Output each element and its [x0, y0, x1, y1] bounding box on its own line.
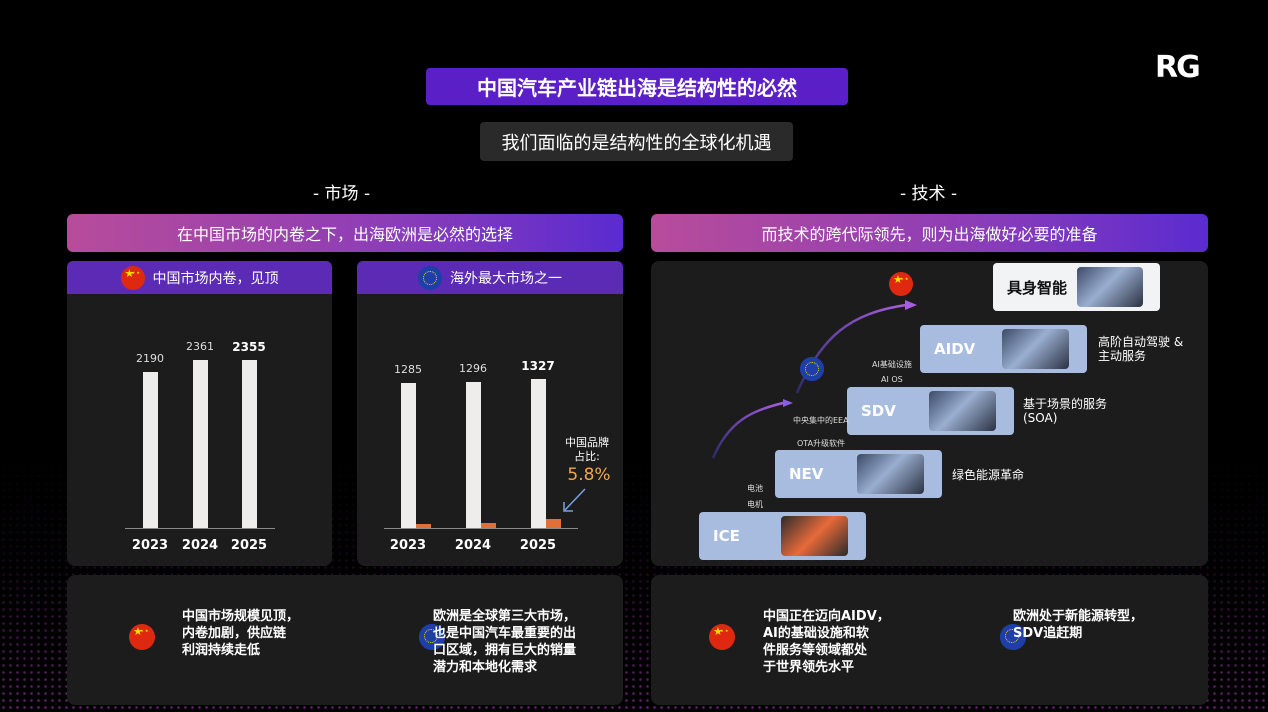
ai-infra-label: AI基础设施	[872, 360, 912, 369]
tech-box-label: 具身智能	[1007, 278, 1068, 297]
data-label-2025: 1327	[521, 358, 555, 373]
ai-os-label: AI OS	[881, 375, 903, 384]
data-label-2025: 2355	[232, 340, 266, 355]
market-banner: 在中国市场的内卷之下，出海欧洲是必然的选择	[67, 214, 623, 252]
car-interior-image	[1002, 329, 1069, 369]
nev-box: NEV	[775, 450, 942, 498]
ota-software-label: OTA升级软件	[797, 439, 846, 448]
bar-2023	[142, 372, 158, 528]
bar-2023	[400, 383, 416, 528]
engine-image	[781, 516, 848, 556]
tech-roadmap-card: 具身智能 AIDV 高阶自动驾驶 & 主动服务 SDV 基于场景的服务 (SOA…	[651, 261, 1208, 566]
china-market-chart-card: 中国市场内卷，见顶 2190 2023 2361 2024 2355 2025	[67, 261, 332, 566]
tech-section-label: - 技术 -	[900, 184, 958, 204]
chart-header-label: 中国市场内卷，见顶	[152, 270, 279, 287]
rg-logo: RG	[1155, 50, 1201, 85]
china-market-summary: 中国市场规模见顶， 内卷加剧，供应链 利润持续走低	[182, 609, 300, 658]
china-brand-bar-2024	[480, 522, 496, 528]
china-flag-icon	[889, 272, 913, 296]
tech-box-label: SDV	[861, 402, 896, 420]
tech-box-label: ICE	[713, 527, 740, 545]
data-label-2023: 2190	[136, 352, 164, 366]
tech-box-label: AIDV	[934, 340, 976, 358]
robot-brain-image	[1077, 267, 1143, 307]
chart-header-label: 海外最大市场之一	[450, 270, 562, 287]
x-tick-label-2025: 2025	[230, 538, 268, 553]
page-title: 中国汽车产业链出海是结构性的必然	[426, 68, 848, 105]
bar-2025	[241, 360, 257, 528]
china-brand-share-label: 中国品牌 占比:	[565, 436, 609, 463]
europe-market-chart-header: 海外最大市场之一	[357, 261, 623, 294]
x-tick-label-2023: 2023	[131, 538, 169, 553]
data-label-2024: 2361	[186, 339, 214, 353]
arrow-icon	[563, 488, 586, 512]
x-tick-label-2024: 2024	[181, 538, 219, 553]
page-subtitle: 我们面临的是结构性的全球化机遇	[480, 122, 793, 161]
bar-2024	[192, 359, 208, 528]
tech-box-label: NEV	[789, 465, 824, 483]
x-tick-label-2025: 2025	[519, 538, 557, 553]
china-flag-icon	[129, 624, 155, 650]
aidv-box: AIDV	[920, 325, 1087, 373]
x-axis-line	[384, 528, 578, 529]
motor-label: 电机	[747, 500, 763, 509]
china-tech-summary: 中国正在迈向AIDV， AI的基础设施和软 件服务等领域都处 于世界领先水平	[763, 609, 890, 675]
europe-tech-summary: 欧洲处于新能源转型， SDV追赶期	[1013, 609, 1144, 641]
market-section-label: - 市场 -	[313, 184, 371, 204]
nev-description: 绿色能源革命	[952, 468, 1025, 482]
aidv-description: 高阶自动驾驶 & 主动服务	[1098, 335, 1184, 363]
battery-label: 电池	[747, 484, 763, 493]
ota-car-image	[929, 391, 996, 431]
eu-flag-icon	[419, 624, 446, 650]
embodied-ai-box: 具身智能	[993, 263, 1160, 311]
bar-2024	[465, 382, 481, 528]
ice-box: ICE	[699, 512, 866, 560]
europe-market-summary: 欧洲是全球第三大市场， 也是中国汽车最重要的出 口区域，拥有巨大的销量 潜力和本…	[433, 609, 577, 675]
china-brand-bar-2023	[415, 523, 431, 528]
eu-flag-icon	[1000, 624, 1027, 650]
bar-2025	[530, 378, 546, 528]
data-label-2024: 1296	[459, 362, 487, 376]
europe-market-chart-card: 海外最大市场之一 1285 2023 1296 2024 1327 2025 中国品牌 占…	[357, 261, 623, 566]
eu-flag-icon	[800, 357, 825, 381]
tech-banner: 而技术的跨代际领先，则为出海做好必要的准备	[651, 214, 1208, 252]
central-eea-label: 中央集中的EEA	[793, 416, 849, 425]
china-brand-share-value: 5.8%	[567, 465, 611, 485]
tech-summary-card: 中国正在迈向AIDV， AI的基础设施和软 件服务等领域都处 于世界领先水平 欧…	[651, 575, 1208, 705]
ev-chassis-image	[857, 454, 924, 494]
sdv-description: 基于场景的服务 (SOA)	[1023, 397, 1108, 425]
china-flag-icon	[120, 265, 145, 290]
market-summary-card: 中国市场规模见顶， 内卷加剧，供应链 利润持续走低 欧洲是全球第三大市场， 也是…	[67, 575, 623, 705]
x-tick-label-2023: 2023	[389, 538, 427, 553]
china-market-chart-header: 中国市场内卷，见顶	[67, 261, 332, 294]
china-brand-bar-2025	[545, 519, 561, 528]
x-tick-label-2024: 2024	[454, 538, 492, 553]
x-axis-line	[125, 528, 275, 529]
eu-flag-icon	[418, 265, 442, 290]
data-label-2023: 1285	[394, 363, 422, 377]
china-flag-icon	[709, 624, 735, 650]
sdv-box: SDV	[847, 387, 1014, 435]
